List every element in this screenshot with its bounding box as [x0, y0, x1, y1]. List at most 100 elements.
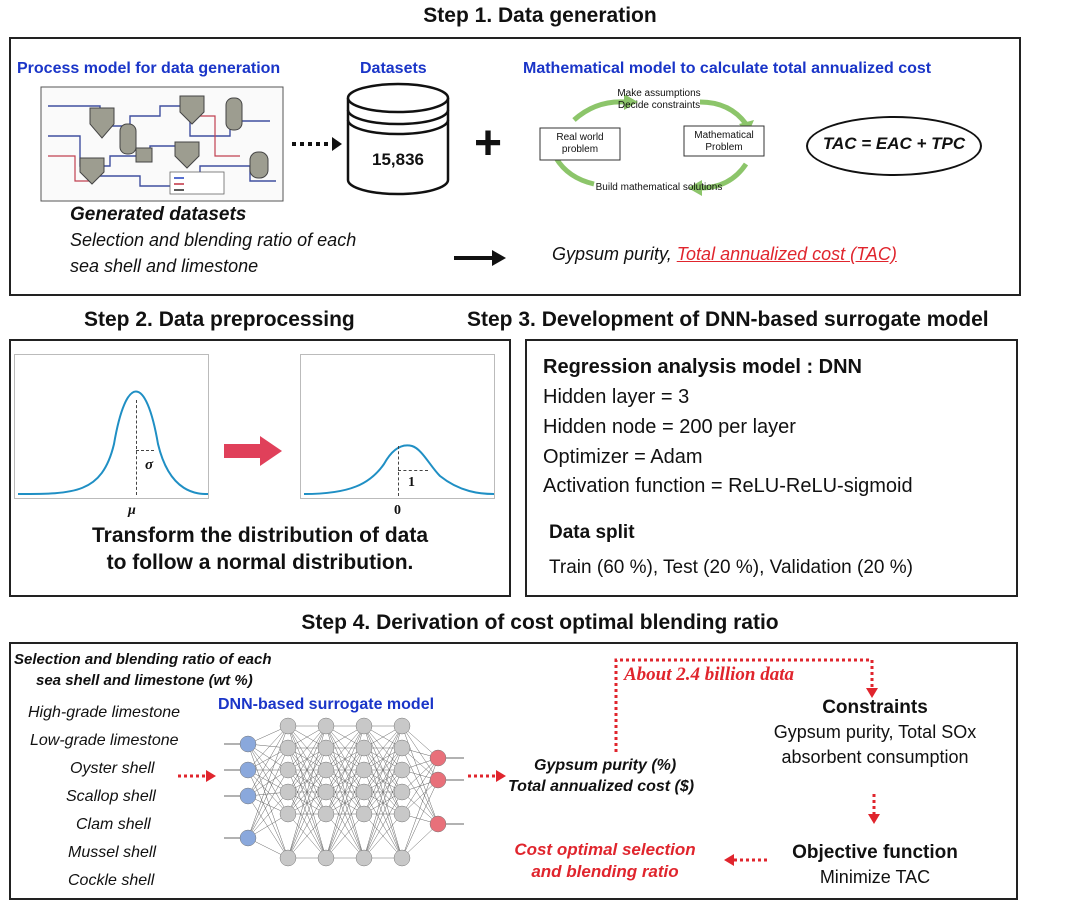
nn-edge: [247, 747, 289, 797]
nn-node: [355, 783, 373, 801]
cycle-real-world-2: problem: [561, 144, 599, 155]
nn-edge: [287, 791, 327, 859]
nn-node: [393, 761, 411, 779]
nn-node: [355, 805, 373, 823]
nn-node: [393, 783, 411, 801]
nn-node: [279, 849, 297, 867]
unit-vline: [398, 446, 399, 496]
cycle-math-problem-1: Mathematical: [694, 130, 754, 141]
nn-edge: [247, 747, 289, 839]
nn-edge: [363, 747, 403, 815]
transform-arrow-icon: [224, 434, 284, 473]
mu-symbol: μ: [128, 503, 136, 518]
nn-edge: [325, 813, 365, 859]
objective-title: Objective function: [792, 842, 958, 863]
nn-node: [355, 717, 373, 735]
step3-panel: [525, 339, 1018, 597]
unit-hline: [398, 470, 428, 471]
nn-node: [429, 771, 447, 789]
step2-caption-line1: Transform the distribution of data: [91, 524, 428, 547]
step3-title: Step 3. Development of DNN-based surroga…: [467, 308, 989, 331]
nn-node: [393, 849, 411, 867]
dotted-arrow-icon: [290, 134, 344, 159]
constraints-to-objective-arrow-icon: [866, 792, 882, 831]
nn-edge: [401, 757, 439, 793]
input-low-grade-limestone: Low-grade limestone: [30, 732, 179, 749]
activation-line: Activation function = ReLU-ReLU-sigmoid: [543, 475, 913, 497]
input-dotted-arrow-icon: [176, 768, 218, 789]
nn-node: [279, 783, 297, 801]
output-prefix: Gypsum purity,: [552, 244, 677, 264]
step4-input-title-2: sea shell and limestone (wt %): [36, 672, 253, 689]
tac-formula: TAC = EAC + TPC: [822, 134, 966, 153]
nn-node: [279, 739, 297, 757]
zero-label: 0: [394, 503, 401, 518]
output-tac: Total annualized cost ($): [508, 778, 695, 795]
datasets-label: Datasets: [360, 60, 427, 77]
nn-node: [393, 717, 411, 735]
constraints-title: Constraints: [822, 697, 928, 718]
nn-node: [393, 805, 411, 823]
nn-node: [317, 761, 335, 779]
nn-edge: [363, 725, 403, 793]
nn-node: [279, 717, 297, 735]
hidden-layer-line: Hidden layer = 3: [543, 386, 690, 408]
optimizer-line: Optimizer = Adam: [543, 446, 703, 468]
nn-node: [429, 815, 447, 833]
nn-edge: [325, 791, 365, 859]
nn-edge: [363, 769, 403, 859]
process-flowsheet-image: [40, 86, 284, 202]
step4-title: Step 4. Derivation of cost optimal blend…: [301, 611, 779, 634]
cycle-real-world-1: Real world: [556, 132, 604, 143]
step2-title: Step 2. Data preprocessing: [84, 308, 355, 331]
nn-edge: [247, 769, 289, 839]
unit-one-label: 1: [408, 475, 415, 490]
nn-edge: [401, 779, 439, 815]
step1-title: Step 1. Data generation: [423, 4, 657, 27]
input-mussel-shell: Mussel shell: [68, 844, 157, 861]
cycle-top-label-2: Decide constraints: [617, 100, 701, 111]
normalized-distribution-plot: [300, 354, 496, 529]
solid-arrow-icon: [452, 248, 508, 273]
nn-edge: [325, 725, 365, 793]
sigma-line: [136, 400, 137, 495]
data-flow-dotted-line: [610, 652, 890, 767]
nn-edge: [401, 757, 439, 815]
step2-caption-line2: to follow a normal distribution.: [106, 551, 414, 574]
nn-node: [317, 849, 335, 867]
nn-node: [317, 805, 335, 823]
nn-edge: [287, 725, 327, 793]
nn-edge: [287, 725, 327, 771]
cycle-top-label-1: Make assumptions: [617, 88, 701, 99]
nn-edge: [247, 791, 289, 839]
tac-formula-ellipse: [806, 116, 982, 176]
sigma-symbol: σ: [145, 457, 154, 473]
constraints-line2: absorbent consumption: [781, 747, 969, 767]
nn-edge: [363, 725, 403, 771]
plus-sign: +: [474, 117, 503, 170]
nn-edge: [247, 725, 289, 771]
nn-edge: [287, 725, 327, 815]
nn-node: [317, 717, 335, 735]
dataset-count: 15,836: [372, 150, 424, 169]
tac-link[interactable]: Total annualized cost (TAC): [676, 244, 897, 264]
dnn-surrogate-label: DNN-based surrogate model: [218, 696, 435, 713]
nn-edge: [247, 725, 289, 797]
objective-to-result-arrow-icon: [722, 852, 770, 873]
nn-edge: [363, 725, 403, 815]
nn-edge: [401, 823, 439, 859]
input-oyster-shell: Oyster shell: [70, 760, 155, 777]
database-cylinder-icon: [344, 80, 452, 205]
nn-node: [317, 783, 335, 801]
constraints-line1: Gypsum purity, Total SOx: [773, 722, 977, 742]
nn-edge: [287, 813, 327, 859]
nn-edge: [363, 813, 403, 859]
nn-edge: [247, 743, 289, 815]
result-line2: and blending ratio: [531, 862, 679, 881]
objective-text: Minimize TAC: [819, 867, 931, 887]
input-cockle-shell: Cockle shell: [68, 872, 155, 889]
step4-input-title-1: Selection and blending ratio of each: [14, 651, 272, 668]
nn-node: [355, 761, 373, 779]
generated-datasets-title: Generated datasets: [70, 204, 247, 225]
cycle-bottom-label: Build mathematical solutions: [595, 182, 723, 193]
